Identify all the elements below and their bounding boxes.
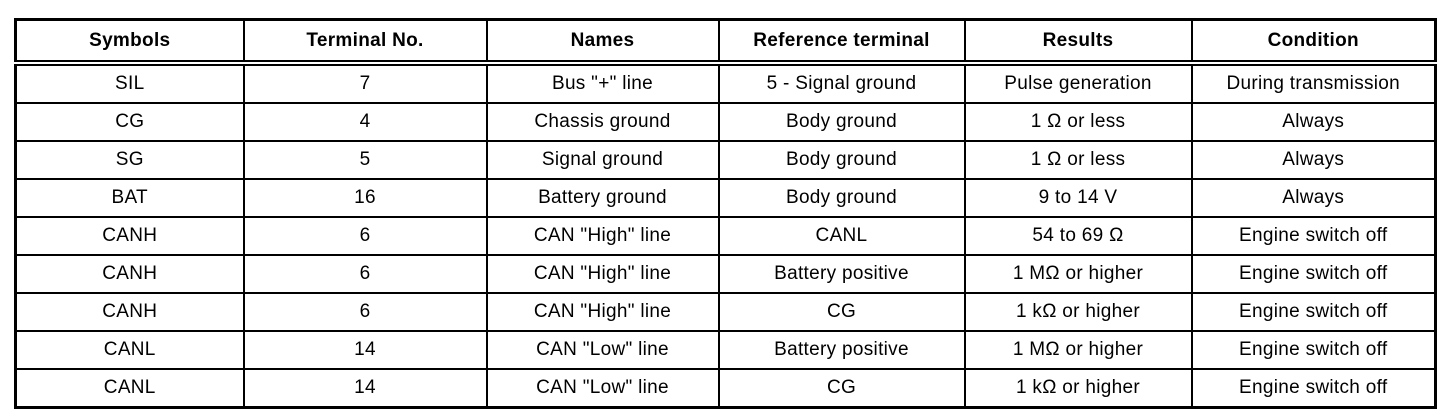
cell-result: 1 MΩ or higher xyxy=(963,254,1193,294)
cell-terminal-no: 14 xyxy=(242,330,488,370)
column-header-reference-terminal: Reference terminal xyxy=(717,18,966,66)
cell-result: 1 kΩ or higher xyxy=(963,368,1193,409)
cell-condition: Engine switch off xyxy=(1190,254,1437,294)
cell-condition: Engine switch off xyxy=(1190,216,1437,256)
cell-reference-terminal: Battery positive xyxy=(717,330,966,370)
cell-result: 1 Ω or less xyxy=(963,102,1193,142)
cell-name: Chassis ground xyxy=(485,102,720,142)
cell-terminal-no: 5 xyxy=(242,140,488,180)
table-header: Symbols Terminal No. Names Reference ter… xyxy=(14,18,1437,66)
cell-result: Pulse generation xyxy=(963,62,1193,104)
cell-name: Bus "+" line xyxy=(485,62,720,104)
cell-reference-terminal: Battery positive xyxy=(717,254,966,294)
cell-name: CAN "High" line xyxy=(485,216,720,256)
cell-symbol: SG xyxy=(14,140,245,180)
table-header-row: Symbols Terminal No. Names Reference ter… xyxy=(14,18,1437,66)
cell-name: CAN "Low" line xyxy=(485,330,720,370)
cell-reference-terminal: 5 - Signal ground xyxy=(717,62,966,104)
cell-symbol: CANH xyxy=(14,254,245,294)
column-header-condition: Condition xyxy=(1190,18,1437,66)
cell-symbol: BAT xyxy=(14,178,245,218)
cell-condition: Engine switch off xyxy=(1190,368,1437,409)
cell-terminal-no: 6 xyxy=(242,254,488,294)
cell-condition: Always xyxy=(1190,178,1437,218)
cell-reference-terminal: CG xyxy=(717,292,966,332)
cell-symbol: CANH xyxy=(14,292,245,332)
cell-terminal-no: 4 xyxy=(242,102,488,142)
cell-symbol: CANL xyxy=(14,368,245,409)
cell-symbol: CANL xyxy=(14,330,245,370)
cell-terminal-no: 14 xyxy=(242,368,488,409)
cell-condition: Always xyxy=(1190,140,1437,180)
terminal-inspection-table: Symbols Terminal No. Names Reference ter… xyxy=(14,18,1437,409)
cell-result: 1 kΩ or higher xyxy=(963,292,1193,332)
cell-name: CAN "Low" line xyxy=(485,368,720,409)
column-header-names: Names xyxy=(485,18,720,66)
column-header-results: Results xyxy=(963,18,1193,66)
cell-name: CAN "High" line xyxy=(485,292,720,332)
cell-symbol: CANH xyxy=(14,216,245,256)
cell-name: CAN "High" line xyxy=(485,254,720,294)
cell-result: 1 Ω or less xyxy=(963,140,1193,180)
cell-symbol: CG xyxy=(14,102,245,142)
cell-condition: Engine switch off xyxy=(1190,292,1437,332)
cell-result: 54 to 69 Ω xyxy=(963,216,1193,256)
column-header-symbols: Symbols xyxy=(14,18,245,66)
cell-terminal-no: 16 xyxy=(242,178,488,218)
cell-terminal-no: 6 xyxy=(242,292,488,332)
cell-reference-terminal: Body ground xyxy=(717,178,966,218)
cell-terminal-no: 7 xyxy=(242,62,488,104)
cell-name: Signal ground xyxy=(485,140,720,180)
column-header-terminal-no: Terminal No. xyxy=(242,18,488,66)
cell-result: 1 MΩ or higher xyxy=(963,330,1193,370)
cell-condition: During transmission xyxy=(1190,62,1437,104)
cell-result: 9 to 14 V xyxy=(963,178,1193,218)
cell-condition: Always xyxy=(1190,102,1437,142)
cell-reference-terminal: Body ground xyxy=(717,102,966,142)
cell-reference-terminal: CG xyxy=(717,368,966,409)
cell-reference-terminal: Body ground xyxy=(717,140,966,180)
cell-name: Battery ground xyxy=(485,178,720,218)
cell-reference-terminal: CANL xyxy=(717,216,966,256)
cell-symbol: SIL xyxy=(14,62,245,104)
cell-condition: Engine switch off xyxy=(1190,330,1437,370)
cell-terminal-no: 6 xyxy=(242,216,488,256)
